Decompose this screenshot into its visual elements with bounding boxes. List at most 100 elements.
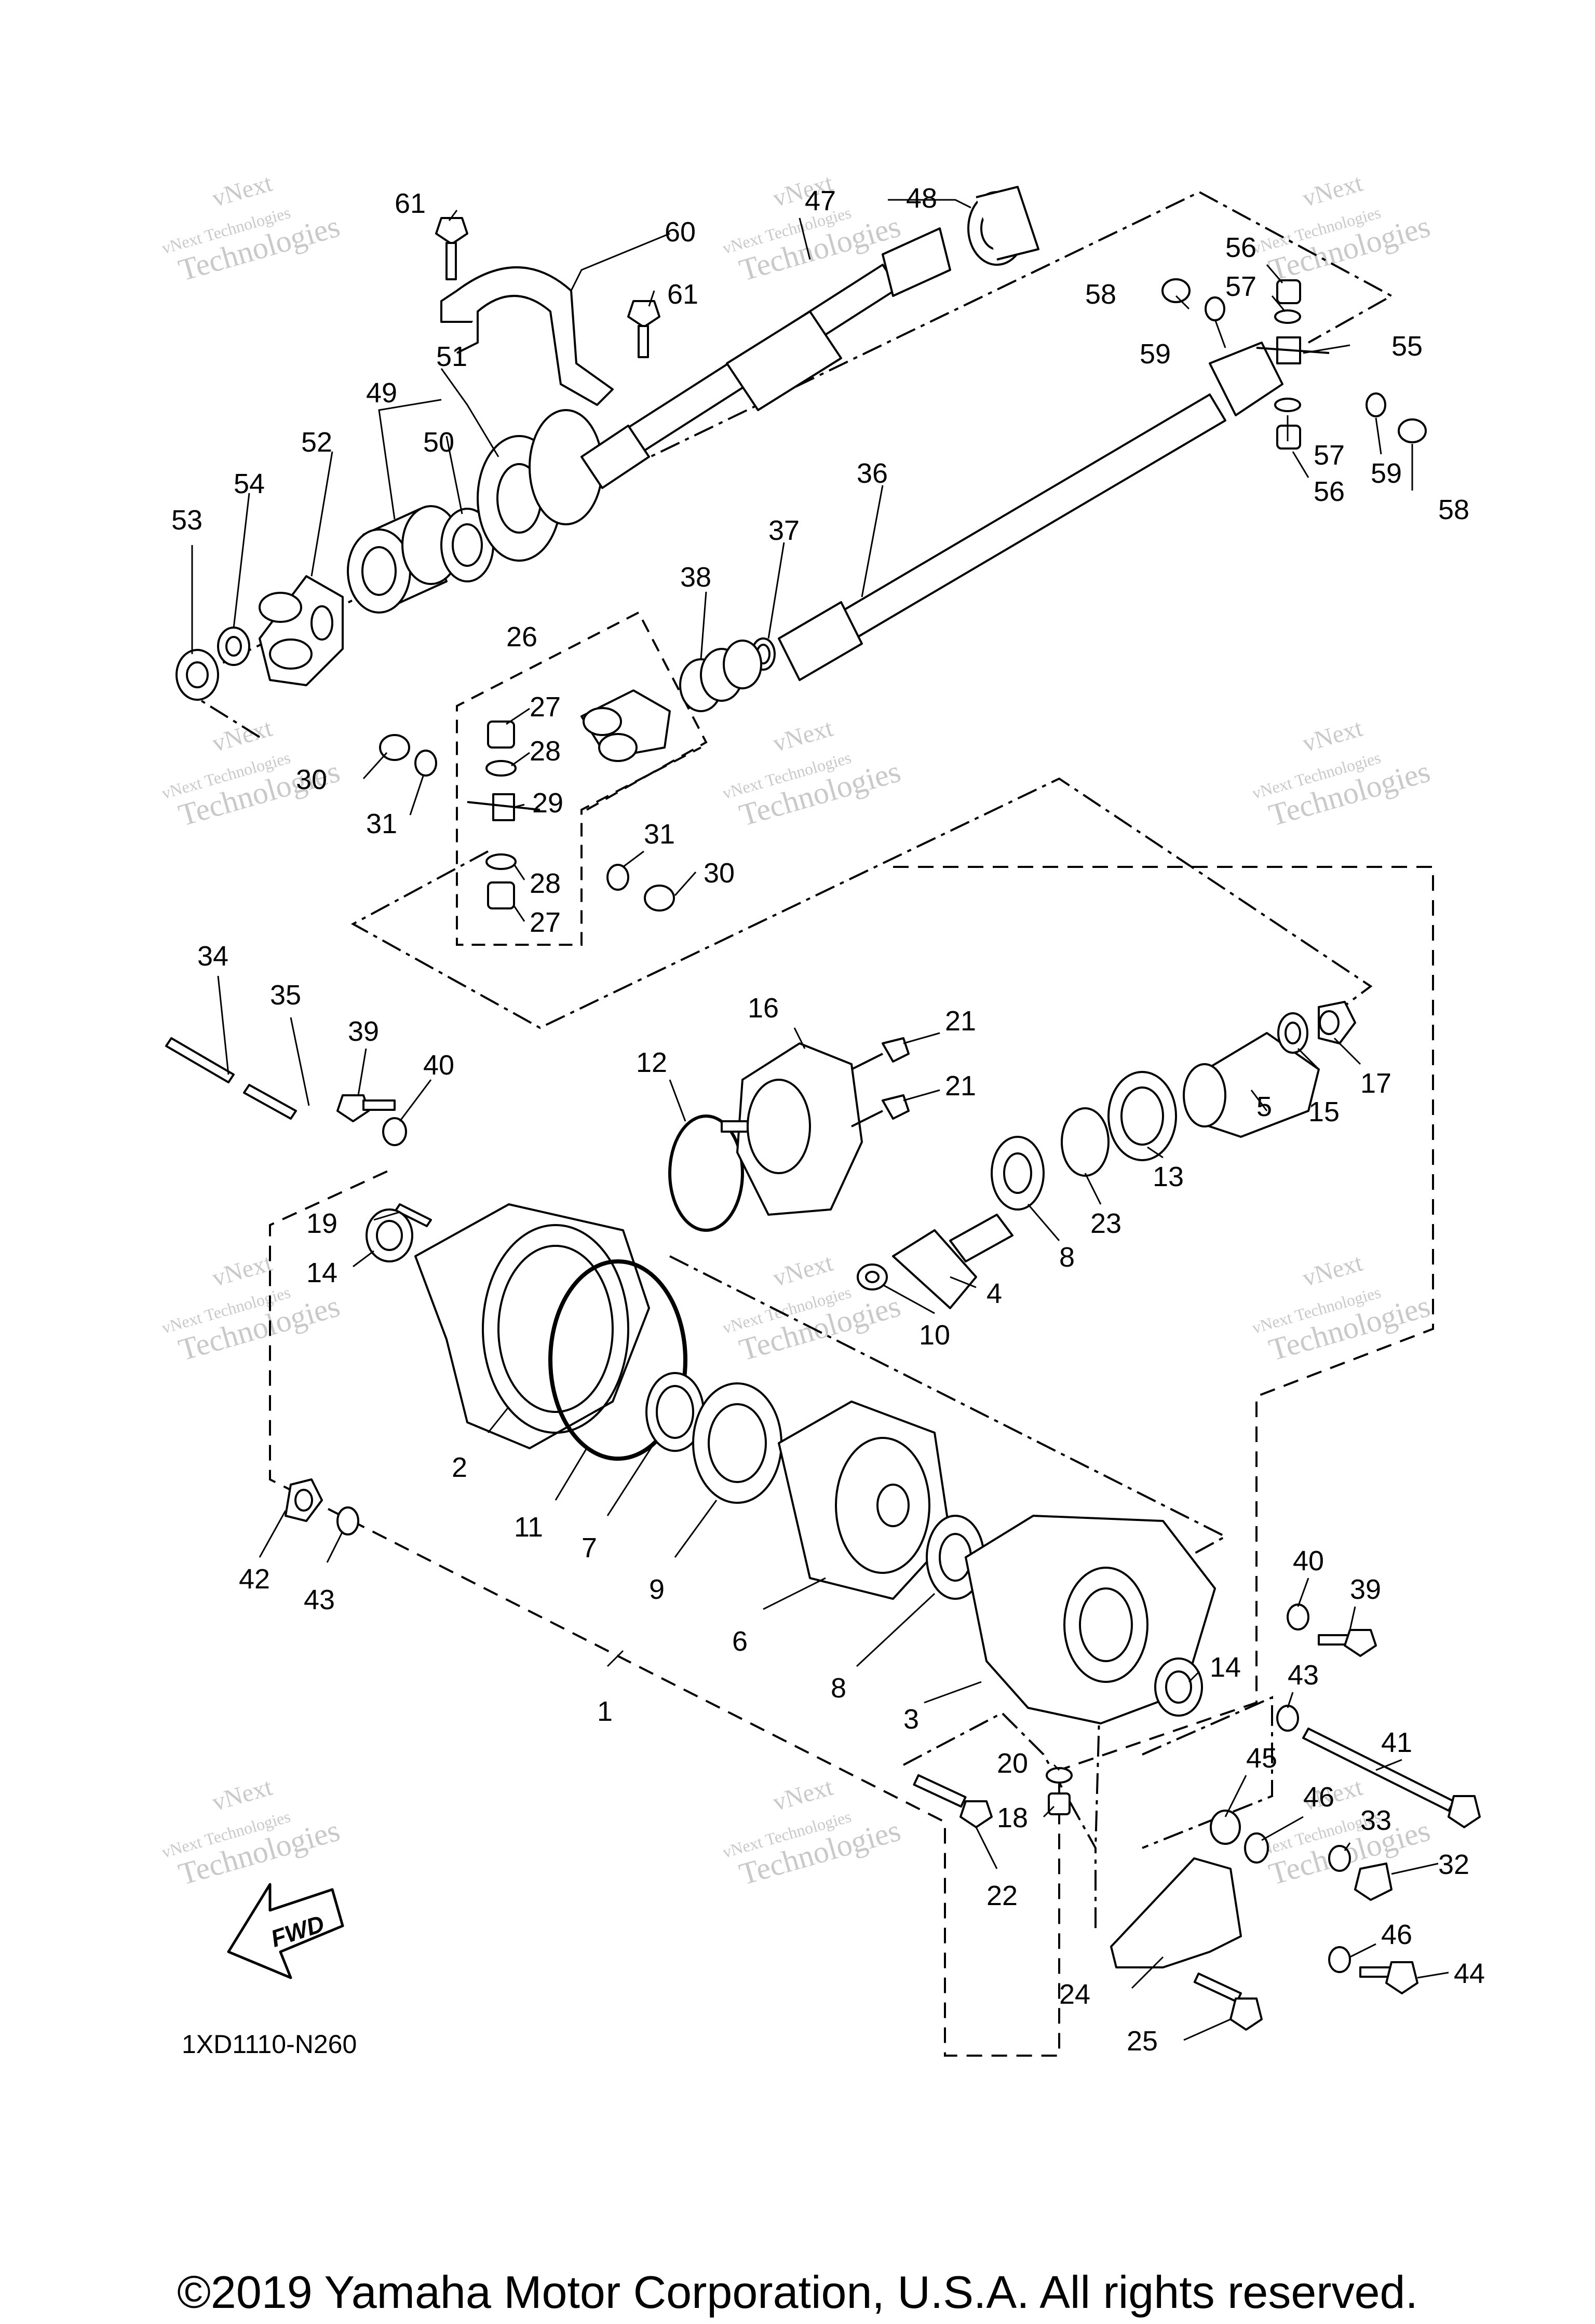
part-47-shaft [580, 227, 951, 489]
part-17-nut [1318, 1001, 1356, 1044]
watermark: vNext vNext Technologies Technologies [721, 714, 904, 833]
callout-57: 57 [1314, 440, 1345, 471]
part-32-bolt [1354, 1863, 1393, 1901]
callout-42: 42 [239, 1564, 270, 1595]
part-12-oring [668, 1115, 744, 1232]
part-15-washer [1277, 1012, 1308, 1054]
callout-27: 27 [530, 691, 561, 723]
svg-text:vNext: vNext [770, 1249, 836, 1292]
callout-48: 48 [906, 183, 937, 214]
callout-19: 19 [306, 1208, 337, 1239]
part-39-bolt-lower [1318, 1629, 1377, 1657]
callout-27: 27 [530, 907, 561, 938]
callout-60: 60 [665, 216, 696, 248]
callout-56: 56 [1225, 232, 1256, 263]
part-13-seal [1107, 1071, 1177, 1161]
part-2-housing [414, 1203, 650, 1449]
part-34-rod [165, 1037, 235, 1083]
part-33-washer [1328, 1845, 1351, 1872]
svg-text:vNext: vNext [770, 1773, 836, 1816]
callout-9: 9 [649, 1574, 665, 1605]
part-18-plug [1048, 1792, 1071, 1815]
callout-40: 40 [423, 1050, 454, 1081]
callout-17: 17 [1360, 1068, 1391, 1099]
callout-61: 61 [395, 188, 426, 219]
callout-32: 32 [1438, 1849, 1469, 1880]
callout-23: 23 [1090, 1208, 1121, 1239]
callout-57: 57 [1225, 271, 1256, 302]
callout-10: 10 [919, 1320, 950, 1351]
part-59-clip [1205, 296, 1225, 321]
part-22-bolt [913, 1774, 993, 1828]
part-53-nut [175, 649, 219, 701]
part-5-yoke [1183, 1032, 1320, 1138]
callout-16: 16 [748, 993, 779, 1024]
callout-14: 14 [306, 1257, 337, 1288]
part-51-damper [477, 409, 603, 562]
callout-36: 36 [857, 458, 888, 489]
watermark: vNext vNext Technologies Technologies [1250, 1249, 1434, 1367]
part-23-clip [1061, 1107, 1110, 1177]
callout-30: 30 [704, 858, 735, 889]
callout-43: 43 [304, 1584, 335, 1615]
callout-33: 33 [1360, 1805, 1391, 1836]
callout-21: 21 [945, 1070, 976, 1102]
watermark: vNext vNext Technologies Technologies [721, 1773, 904, 1892]
part-43-washer-left [336, 1506, 359, 1535]
callout-26: 26 [506, 621, 537, 653]
callout-59: 59 [1371, 458, 1402, 489]
part-59-clip [1366, 392, 1386, 417]
part-8-bearing-upper [991, 1136, 1045, 1211]
callout-labels: 61 60 61 47 48 56 57 58 59 55 51 49 50 5… [171, 183, 1485, 2057]
callout-35: 35 [270, 980, 301, 1011]
fwd-arrow-icon: FWD [227, 1883, 344, 1979]
callout-56: 56 [1314, 476, 1345, 507]
callout-55: 55 [1391, 331, 1423, 362]
part-30-cup [644, 885, 675, 912]
propshaft-group-outline [174, 191, 1394, 738]
svg-text:vNext: vNext [209, 714, 276, 757]
callout-34: 34 [197, 941, 228, 972]
callout-8: 8 [831, 1673, 846, 1704]
part-7-shim [645, 1372, 705, 1452]
part-52-yoke [259, 575, 344, 686]
part-35-pin [243, 1084, 297, 1120]
callout-22: 22 [986, 1880, 1018, 1911]
callout-52: 52 [301, 427, 332, 458]
part-ujoint-yoke [580, 689, 671, 762]
parts [165, 186, 1481, 2031]
copyright-text: ©2019 Yamaha Motor Corporation, U.S.A. A… [177, 2266, 1418, 2318]
part-58-cup [1161, 278, 1191, 303]
part-27-cup [487, 881, 515, 909]
svg-text:vNext: vNext [209, 169, 276, 212]
part-19-pin [395, 1203, 432, 1227]
callout-49: 49 [366, 377, 397, 409]
watermark: vNext vNext Technologies Technologies [160, 1773, 344, 1892]
callout-1: 1 [597, 1696, 613, 1727]
callout-38: 38 [680, 562, 711, 593]
part-56-cup [1276, 279, 1301, 304]
part-4-pinion [892, 1214, 1013, 1309]
part-57-ring [1274, 398, 1301, 412]
callout-15: 15 [1308, 1096, 1340, 1127]
part-21-bolt [851, 1037, 910, 1070]
part-29-spider [467, 793, 540, 821]
callout-58: 58 [1438, 494, 1469, 525]
callout-53: 53 [171, 505, 202, 536]
callout-31: 31 [644, 819, 675, 850]
callout-61: 61 [667, 279, 698, 310]
part-57-ring [1274, 309, 1301, 324]
part-9-bearing [692, 1382, 782, 1504]
callout-30: 30 [296, 764, 327, 795]
callout-21: 21 [945, 1005, 976, 1037]
part-25-bolt [1193, 1972, 1263, 2031]
callout-45: 45 [1246, 1743, 1277, 1774]
part-61-bolt [435, 217, 468, 280]
callout-46: 46 [1303, 1782, 1334, 1813]
callout-18: 18 [997, 1802, 1028, 1833]
callout-25: 25 [1127, 2026, 1158, 2057]
callout-24: 24 [1059, 1979, 1090, 2010]
part-42-nut [285, 1478, 323, 1522]
part-31-clip [606, 864, 629, 891]
